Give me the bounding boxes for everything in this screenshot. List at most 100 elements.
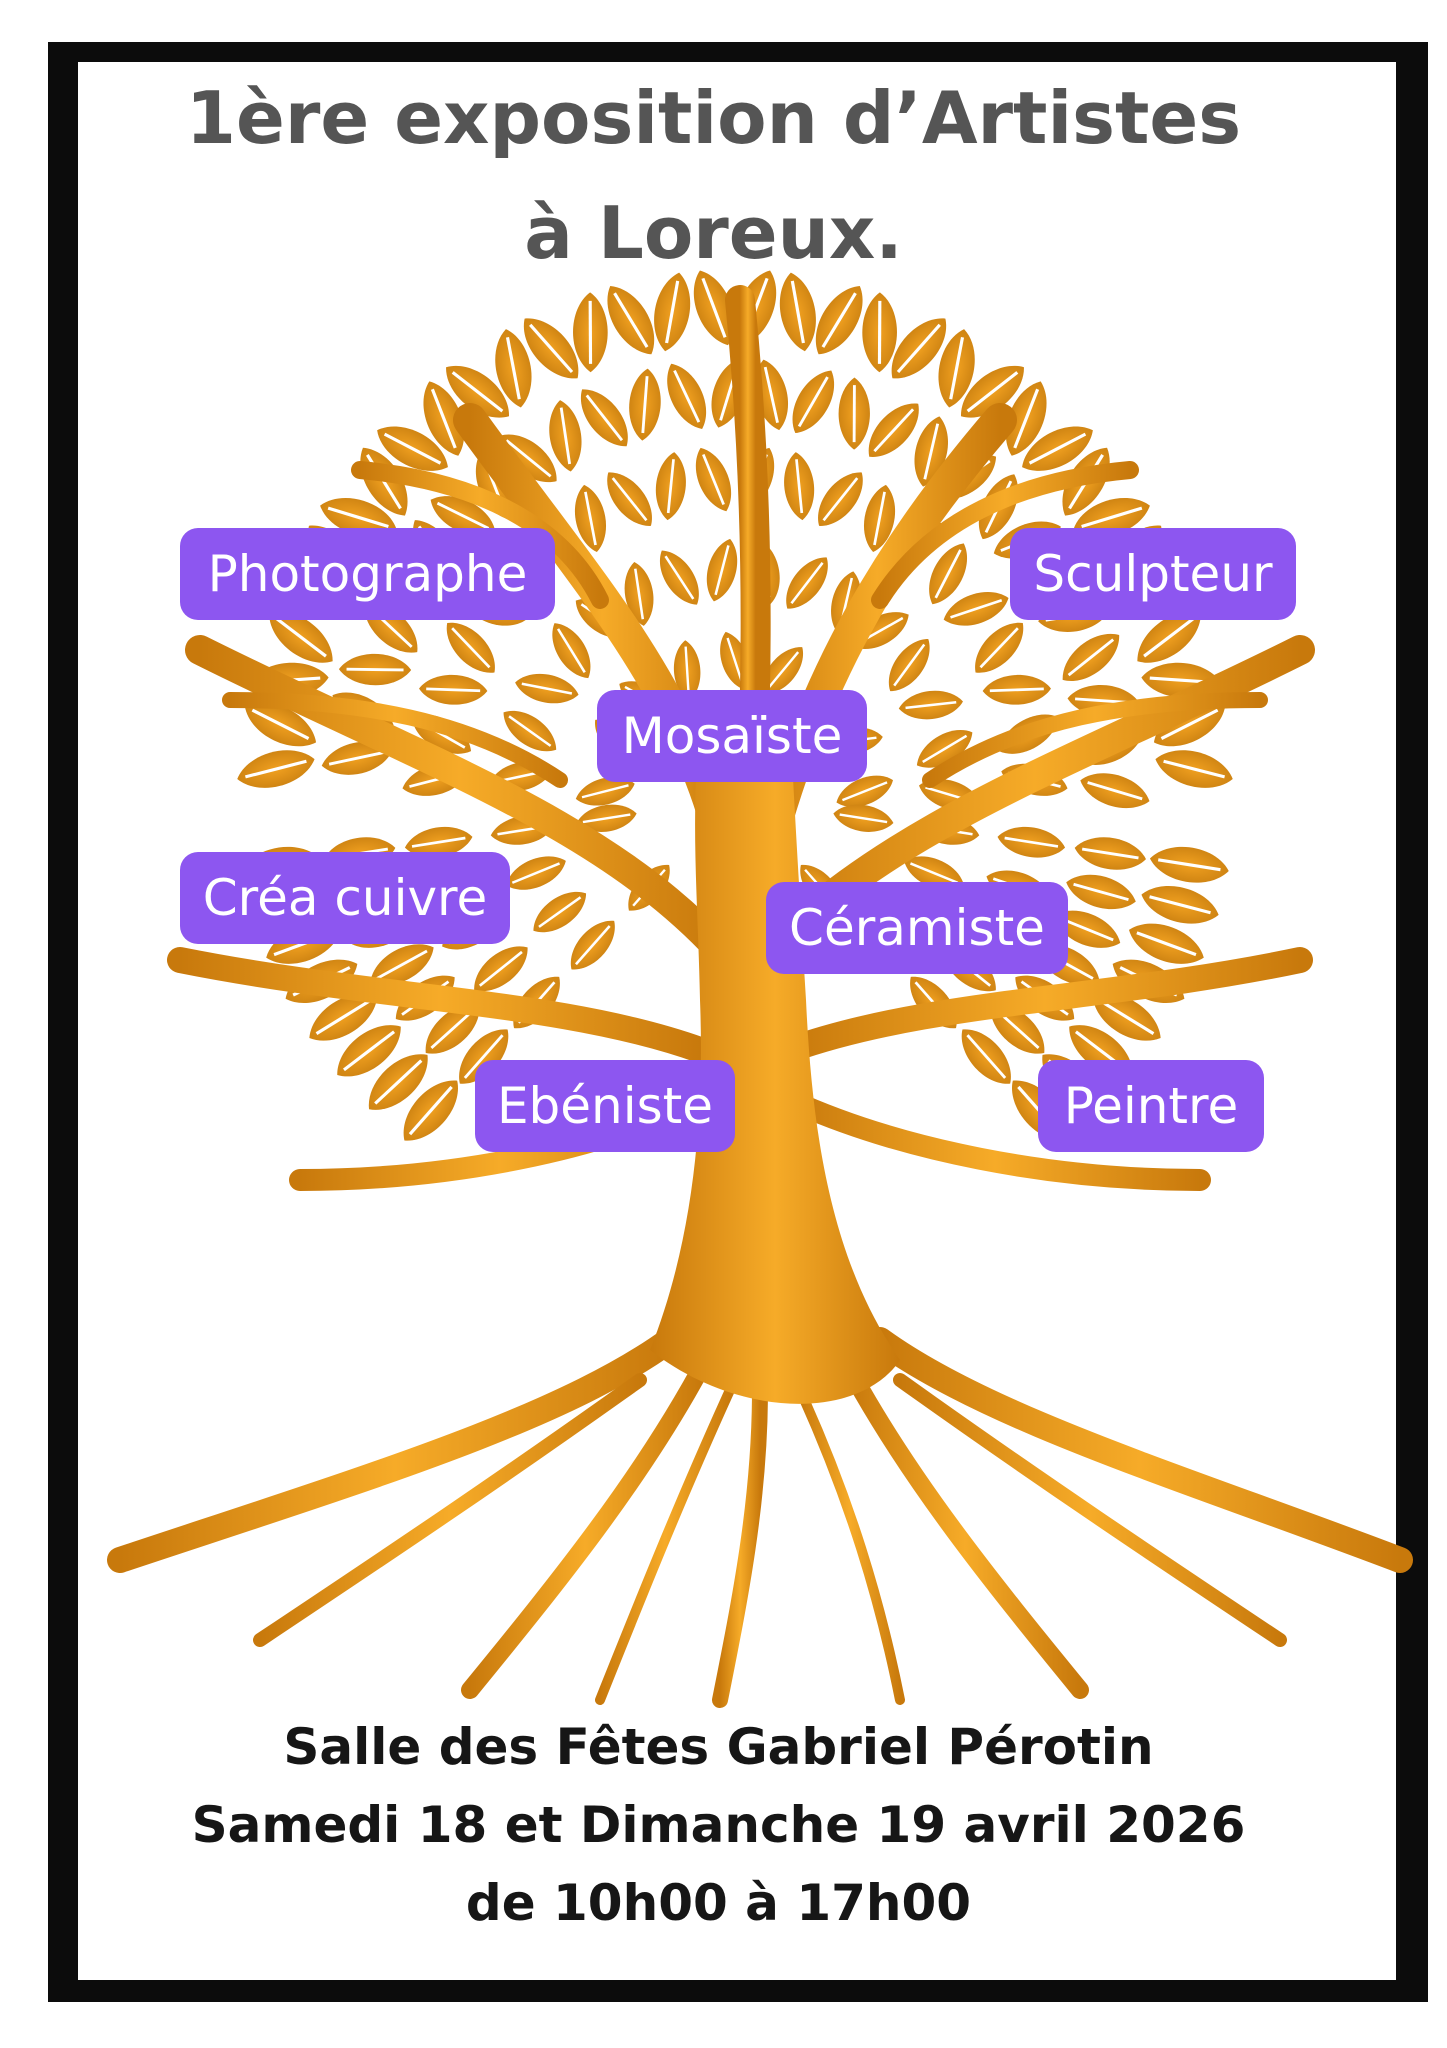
tree-root [107, 1327, 683, 1573]
tree-leaf-vein [795, 459, 804, 514]
tree-leaf-vein [923, 423, 940, 480]
tree-leaf-vein [1059, 917, 1114, 942]
tree-leaf-vein [1136, 931, 1197, 957]
tree-branch [922, 692, 1268, 788]
tree-leaf-vein [581, 784, 629, 799]
tree-leaf-vein [451, 627, 491, 669]
tree-root [795, 1385, 905, 1705]
tree-leaf-vein [701, 277, 727, 338]
tree-leaf-vein [1081, 506, 1143, 529]
tree-branch [351, 461, 609, 609]
tree-leaf-vein [478, 950, 523, 987]
tree-leaf-vein [909, 862, 959, 884]
dates-text: Samedi 18 et Dimanche 19 avril 2026 [191, 1796, 1246, 1854]
tree-leaf-vein [634, 568, 645, 620]
tree-leaf-vein [1028, 432, 1087, 465]
tree-root [595, 1385, 735, 1705]
tree-leaf-vein [1143, 616, 1196, 658]
tree-leaf-vein [436, 501, 490, 530]
tree-leaf-vein [934, 549, 962, 599]
tree-leaf-vein [505, 337, 521, 400]
tree-root [253, 1373, 647, 1647]
tree-roots [107, 1327, 1413, 1708]
tree-leaf-vein [950, 598, 1003, 619]
tree-branch [185, 635, 735, 965]
tree-leaf-vein [584, 491, 597, 546]
tree-leaf-vein [505, 439, 552, 478]
tree-leaf-vein [684, 646, 690, 695]
tree-leaf-vein [922, 734, 968, 764]
tree-leaf-vein [251, 708, 310, 740]
tree-leaf-vein [821, 292, 857, 348]
tree-leaf-vein [822, 477, 859, 522]
tree-root [712, 1382, 768, 1708]
tree-leaf-vein [383, 432, 442, 465]
tree-leaf-vein [702, 454, 725, 506]
tree-leaf-vein [327, 506, 389, 529]
tree-leaf-vein [426, 687, 481, 693]
tree-root [841, 1361, 1089, 1699]
tree-leaf-vein [1004, 836, 1059, 848]
tree-leaf-vein [430, 1008, 475, 1049]
tree-leaf-vein [979, 627, 1019, 669]
tree-leaf-vein [451, 371, 504, 413]
tree-leaf-vein [611, 477, 648, 522]
poster-title-line2: à Loreux. [524, 191, 903, 275]
tree-leaf-vein [463, 1034, 504, 1079]
tree-branch [779, 1089, 1211, 1191]
tree-leaf-vein [328, 750, 386, 766]
tree-leaf-vein [797, 376, 829, 428]
tree-leaf-vein [245, 759, 307, 779]
tree-leaf-vein [315, 999, 371, 1035]
tree-leaf-vein [274, 616, 327, 658]
tree-leaf-vein [714, 545, 730, 596]
tree-leaf-vein [430, 388, 457, 449]
tree-leaf-vein [1099, 999, 1155, 1035]
poster-title-line1: 1ère exposition d’Artistes [185, 76, 1242, 160]
tree-root [867, 1327, 1413, 1573]
tree-leaf-vein [408, 1085, 453, 1136]
tree-leaf-vein [556, 628, 586, 674]
tree-leaf-vein [342, 1030, 396, 1072]
tree-leaf-vein [905, 700, 957, 710]
tree-leaf-vein [839, 813, 888, 824]
tree-leaf-vein [664, 555, 695, 600]
tree-leaf-vein [529, 323, 574, 374]
tree-root [461, 1361, 709, 1699]
tree-leaf-vein [411, 836, 466, 848]
tree-trunk [650, 720, 900, 1404]
tree-leaf-vein [666, 459, 675, 514]
tree-leaf-vein [989, 687, 1044, 693]
tree-leaf-vein [726, 637, 744, 684]
tree-leaf-vein [374, 1059, 423, 1105]
tree-branch [167, 947, 713, 1063]
tag-peintre: Peintre [1038, 1060, 1264, 1152]
tree-leaf-vein [790, 562, 824, 605]
tree-leaf-vein [1163, 759, 1225, 779]
tree-leaf-vein [641, 376, 649, 434]
tree-leaf-vein [873, 491, 886, 546]
tag-mosaiste: Mosaïste [597, 690, 867, 782]
tree-leaf-vein [508, 715, 552, 747]
tree-leaf-vein [966, 1034, 1007, 1079]
tree-leaf-vein [574, 925, 611, 966]
tree-leaf-vein [585, 394, 624, 442]
tree-branch [222, 692, 568, 788]
tree-leaf-vein [613, 292, 649, 348]
tree-leaf-vein [346, 667, 404, 672]
tag-crea-cuivre: Créa cuivre [180, 852, 510, 944]
tree-leaf-vein [376, 949, 428, 980]
tree-leaf-vein [966, 371, 1019, 413]
tree-root [893, 1373, 1287, 1647]
tag-photographe: Photographe [180, 528, 555, 620]
hours-text: de 10h00 à 17h00 [465, 1874, 972, 1932]
tree-leaf-vein [790, 280, 805, 344]
tree-leaf-vein [1013, 388, 1040, 449]
tree-leaf-vein [1160, 708, 1219, 740]
tree-leaf-vein [559, 407, 572, 465]
tree-leaf-vein [896, 323, 941, 374]
tree-leaf-vein [949, 337, 965, 400]
tree-leaf-vein [511, 862, 561, 884]
tree-leaf-vein [538, 896, 582, 928]
tree-leaf-vein [1157, 858, 1221, 872]
